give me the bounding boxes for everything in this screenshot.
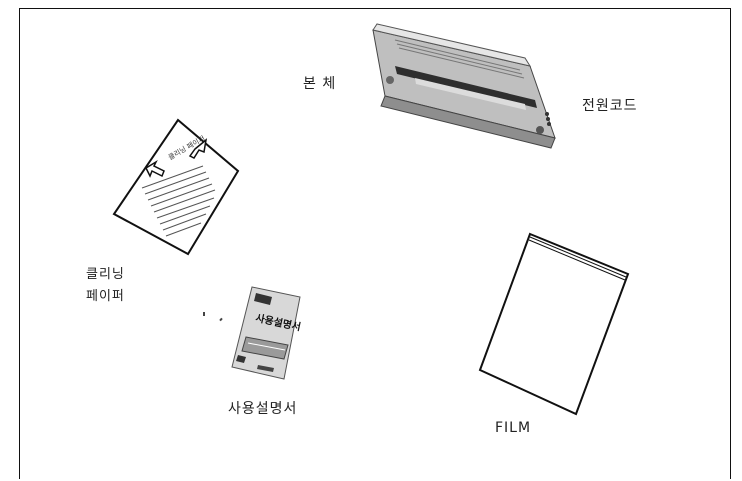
cleaning-paper-label-line2: 페이퍼	[86, 289, 125, 304]
user-manual-illustration: 사용설명서	[231, 286, 302, 380]
cleaning-paper-illustration: 클리닝 페이퍼	[112, 118, 240, 256]
cleaning-paper-label-line1: 클리닝	[86, 267, 125, 282]
manual-label: 사용설명서	[228, 401, 298, 417]
film-label: FILM	[495, 420, 532, 436]
power-cord-label: 전원코드	[582, 98, 638, 114]
stray-mark	[203, 312, 205, 316]
film-sheet-illustration	[478, 232, 630, 416]
diagram-frame	[19, 8, 731, 479]
laminator-illustration	[372, 23, 556, 149]
main-unit-label: 본 체	[303, 76, 337, 92]
